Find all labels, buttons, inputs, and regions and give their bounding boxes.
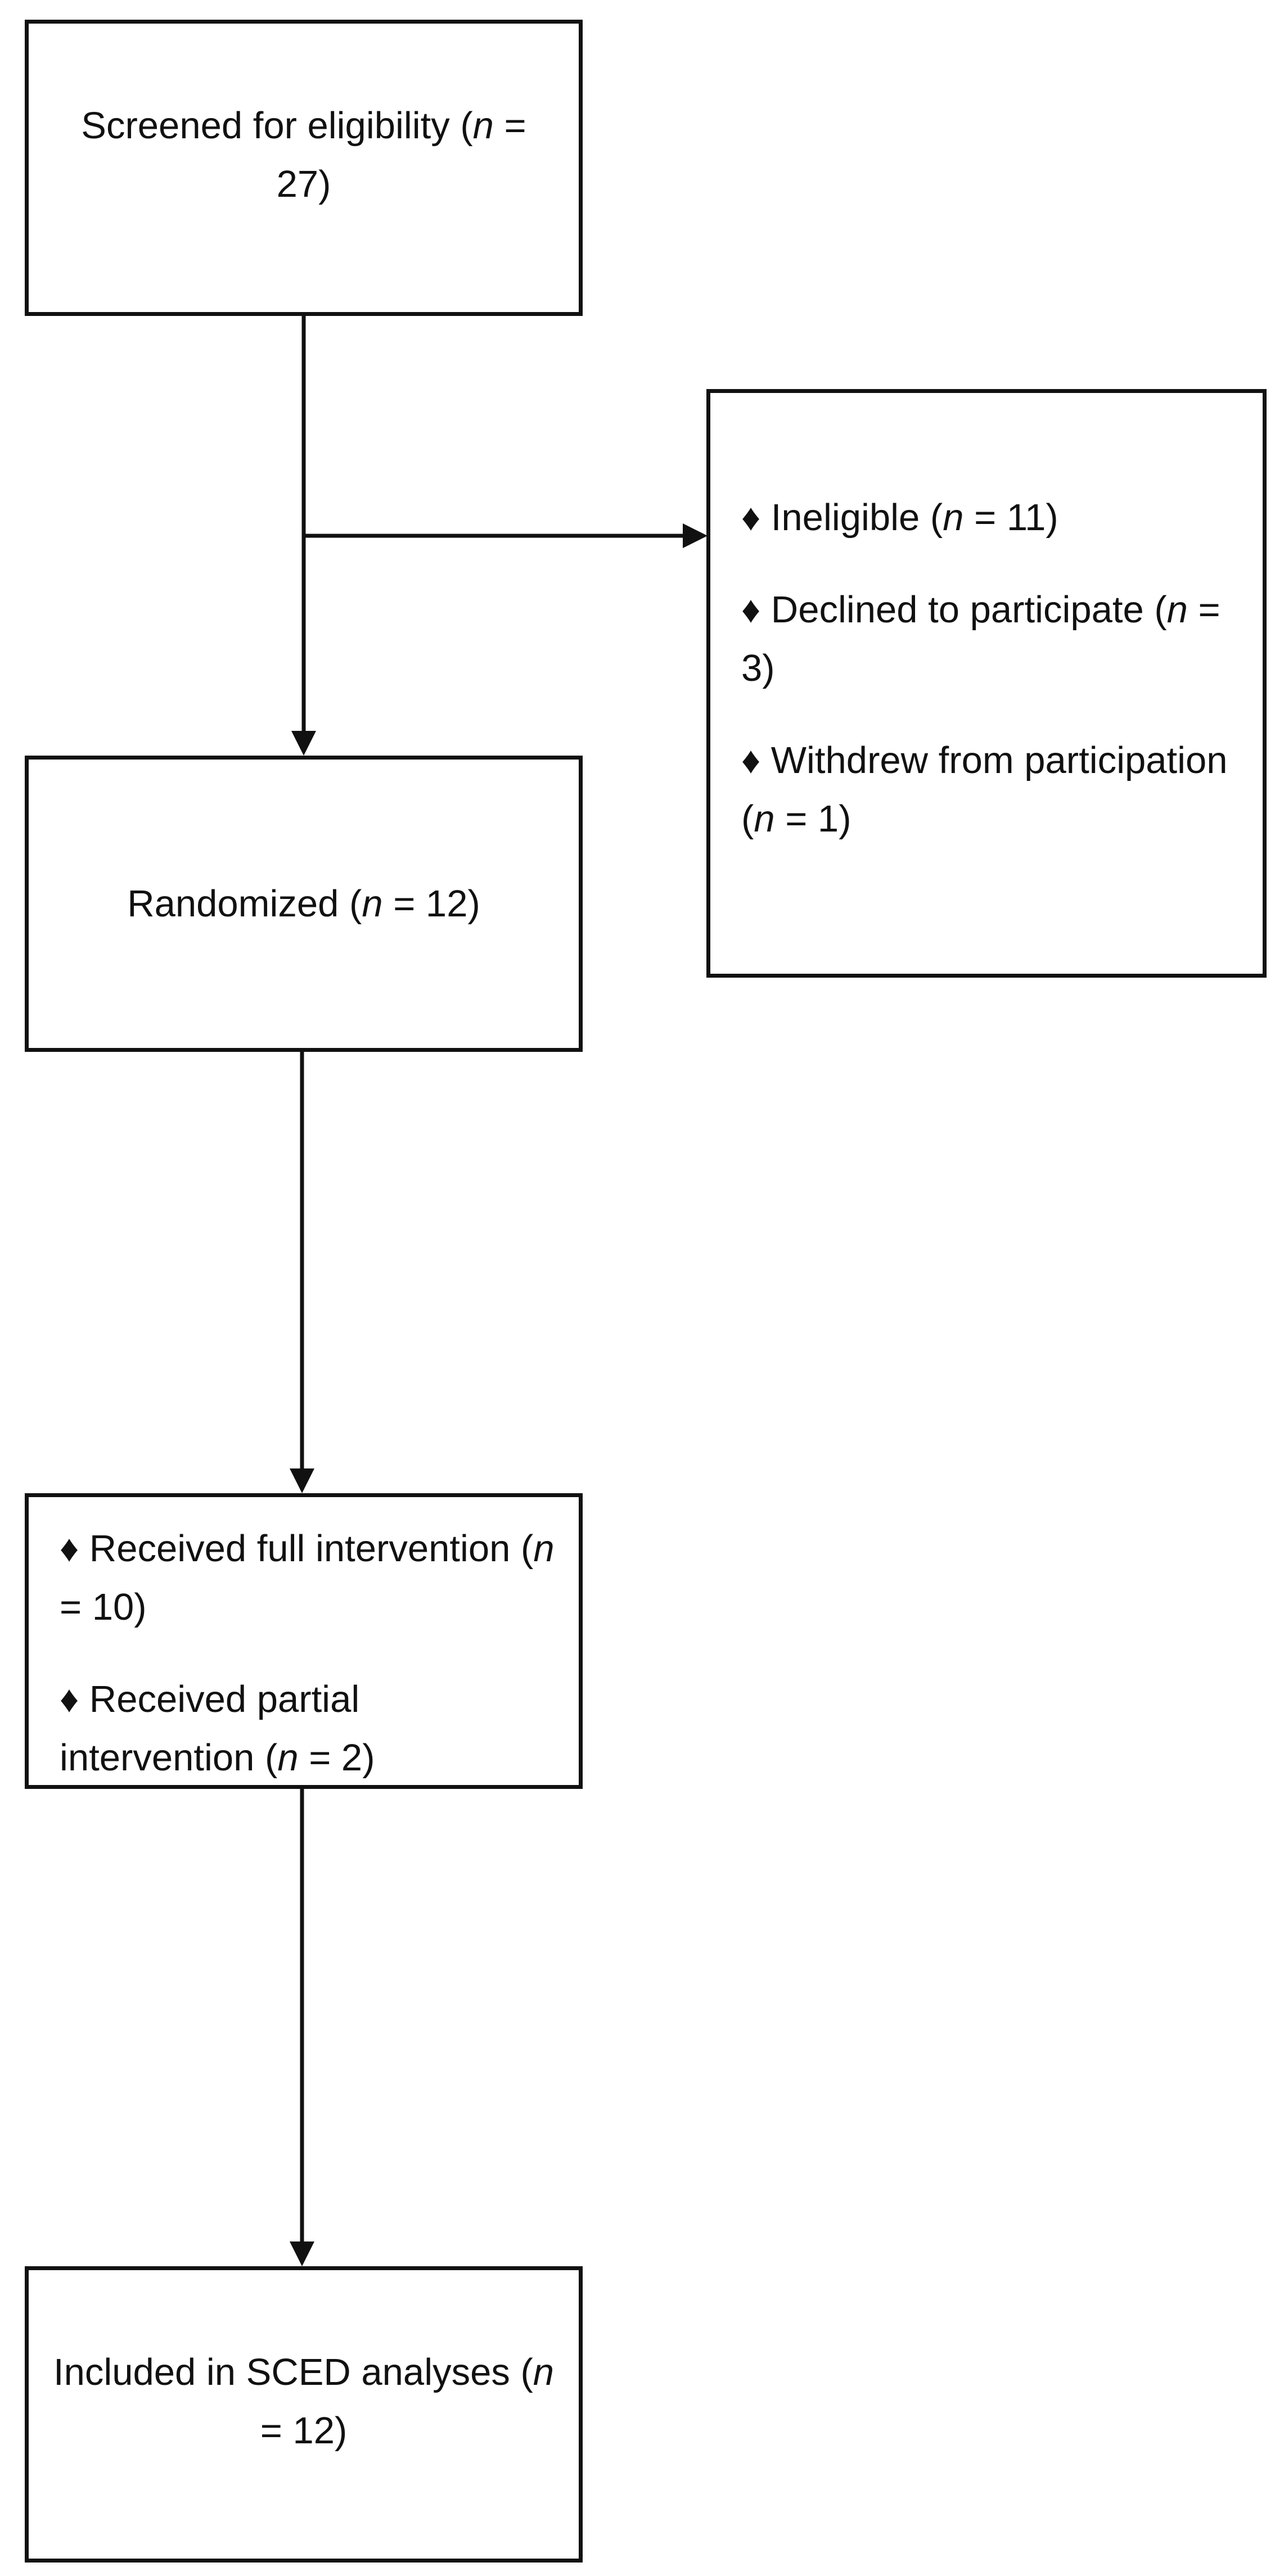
arrowhead-excluded xyxy=(683,523,708,548)
randomized-text: Randomized ( xyxy=(127,882,362,925)
screened-n-symbol: n xyxy=(472,105,494,147)
screened-count: = 27) xyxy=(276,105,526,205)
screened-box: Screened for eligibility (n = 27) xyxy=(25,20,583,316)
excluded-item-n-symbol: n xyxy=(943,496,964,539)
excluded-item-count: = 1) xyxy=(774,798,852,840)
intervention-item-partial: ♦ Received partial intervention (n = 2) xyxy=(60,1670,556,1787)
diamond-bullet-icon: ♦ xyxy=(741,496,761,539)
included-text: Included in SCED analyses ( xyxy=(53,2351,533,2393)
intervention-item-full: ♦ Received full intervention (n = 10) xyxy=(60,1520,556,1637)
excluded-item-text: Ineligible ( xyxy=(760,496,943,539)
excluded-item-text: Withdrew from participation ( xyxy=(741,739,1228,840)
intervention-item-count: = 10) xyxy=(60,1586,147,1628)
intervention-item-n-symbol: n xyxy=(533,1527,555,1570)
diamond-bullet-icon: ♦ xyxy=(741,739,761,781)
excluded-item-ineligible: ♦ Ineligible (n = 11) xyxy=(741,489,1240,547)
excluded-item-n-symbol: n xyxy=(754,798,775,840)
randomized-label: Randomized (n = 12) xyxy=(127,875,480,933)
intervention-box: ♦ Received full intervention (n = 10) ♦ … xyxy=(25,1493,583,1789)
excluded-item-text: Declined to participate ( xyxy=(760,589,1167,631)
arrowhead-intervention xyxy=(290,1468,314,1493)
intervention-item-text: Received full intervention ( xyxy=(79,1527,534,1570)
excluded-item-count: = 3) xyxy=(741,589,1220,689)
excluded-item-n-symbol: n xyxy=(1166,589,1188,631)
included-n-symbol: n xyxy=(533,2351,555,2393)
arrowhead-randomized xyxy=(291,731,316,756)
included-count: = 12) xyxy=(260,2410,348,2452)
excluded-item-withdrew: ♦ Withdrew from participation (n = 1) xyxy=(741,731,1240,848)
diamond-bullet-icon: ♦ xyxy=(60,1678,79,1720)
diamond-bullet-icon: ♦ xyxy=(60,1527,79,1570)
included-label: Included in SCED analyses (n = 12) xyxy=(51,2343,556,2460)
screened-text: Screened for eligibility ( xyxy=(81,105,473,147)
excluded-item-declined: ♦ Declined to participate (n = 3) xyxy=(741,581,1240,698)
intervention-item-count: = 2) xyxy=(298,1737,375,1779)
randomized-count: = 12) xyxy=(382,882,480,925)
excluded-box: ♦ Ineligible (n = 11) ♦ Declined to part… xyxy=(706,389,1267,978)
intervention-item-n-symbol: n xyxy=(277,1737,299,1779)
excluded-item-count: = 11) xyxy=(963,496,1058,539)
intervention-item-text: Received partial intervention ( xyxy=(60,1678,360,1779)
randomized-box: Randomized (n = 12) xyxy=(25,756,583,1052)
arrowhead-included xyxy=(290,2241,314,2266)
included-box: Included in SCED analyses (n = 12) xyxy=(25,2266,583,2563)
diamond-bullet-icon: ♦ xyxy=(741,589,761,631)
screened-label: Screened for eligibility (n = 27) xyxy=(51,97,556,214)
randomized-n-symbol: n xyxy=(362,882,383,925)
